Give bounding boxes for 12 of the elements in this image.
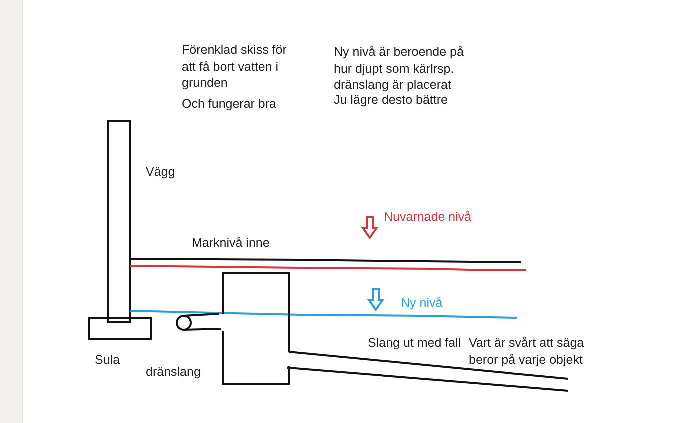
part-label: Sula xyxy=(95,352,120,368)
note-text: Och fungerar bra xyxy=(182,96,276,112)
level-label: Marknivå inne xyxy=(192,235,270,252)
note-text: Ny nivå är beroende på hur djupt som kärlrsp. dränslang är placerat xyxy=(334,44,465,94)
level-label: Ny nivå xyxy=(401,295,443,312)
part-label: Vägg xyxy=(146,164,176,180)
note-text: Ju lägre desto bättre xyxy=(334,92,448,108)
level-label: Nuvarnade nivå xyxy=(384,209,472,226)
note-text: Slang ut med fall xyxy=(368,335,462,352)
part-label: dränslang xyxy=(146,364,201,380)
note-text: Vart är svårt att säga beror på varje objekt xyxy=(469,335,586,368)
note-text: Förenklad skiss för att få bort vatten i grunden xyxy=(182,42,288,92)
